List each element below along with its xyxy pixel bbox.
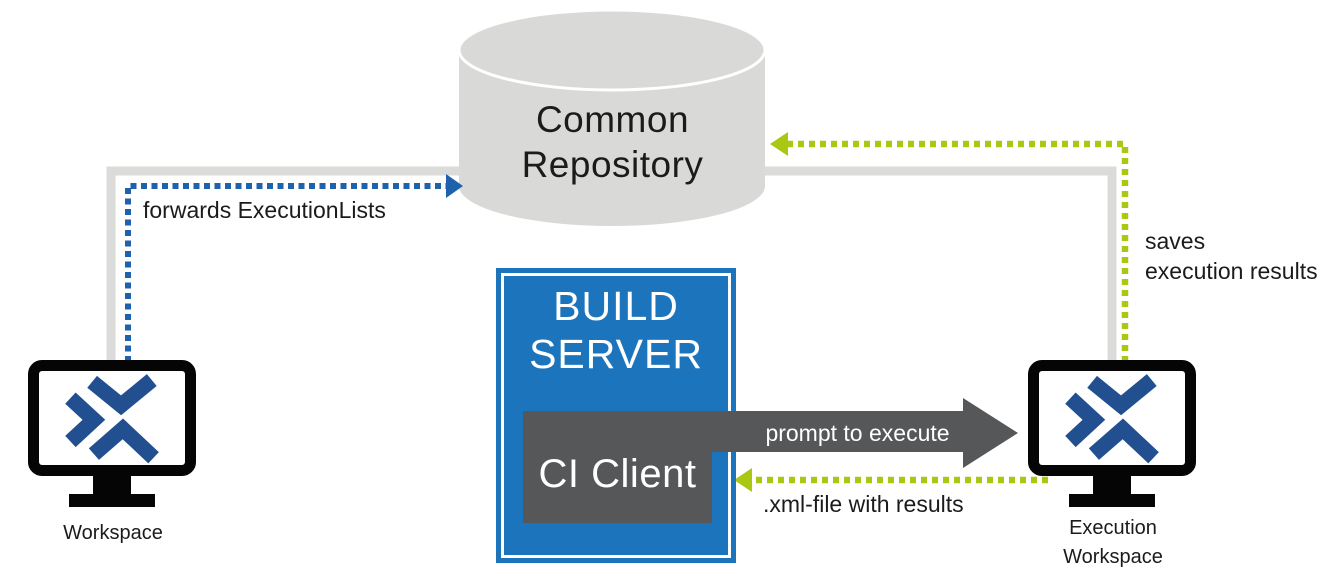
tosca-x-logo-icon (65, 374, 159, 464)
monitor-stand-neck (1093, 474, 1131, 494)
monitor-screen (1028, 360, 1196, 476)
right-gray-connector (760, 166, 1117, 364)
saves-arrowhead-icon (770, 132, 788, 156)
prompt-to-execute-label: prompt to execute (765, 420, 950, 446)
forwards-arrowhead-icon (446, 174, 463, 198)
forwards-arrow-line (125, 183, 447, 362)
tosca-x-logo-icon (1065, 374, 1159, 464)
xml-results-arrowhead-icon (734, 468, 752, 492)
execution-workspace-monitor-icon (1028, 360, 1198, 510)
forwards-executionlists-label: forwards ExecutionLists (143, 197, 386, 223)
repository-cylinder-top (457, 8, 767, 92)
xml-file-with-results-label: .xml-file with results (763, 491, 964, 517)
ci-client-label: CI Client (538, 451, 697, 496)
build-server-title: BUILD SERVER (529, 283, 703, 377)
execution-workspace-label: Execution Workspace (1063, 517, 1163, 568)
monitor-stand-base (1069, 494, 1155, 507)
saves-execution-results-label: saves execution results (1145, 228, 1318, 284)
repository-cylinder-body (459, 50, 765, 226)
saves-arrow-line (788, 140, 1129, 362)
left-gray-connector (106, 166, 465, 364)
ci-client-box: CI Client (523, 411, 712, 523)
workspace-monitor-icon (28, 360, 198, 510)
monitor-screen (28, 360, 196, 476)
repository-label: Common Repository (521, 99, 704, 185)
prompt-arrowhead-icon (963, 398, 1018, 468)
monitor-stand-base (69, 494, 155, 507)
monitor-stand-neck (93, 474, 131, 494)
workspace-label: Workspace (63, 522, 163, 544)
